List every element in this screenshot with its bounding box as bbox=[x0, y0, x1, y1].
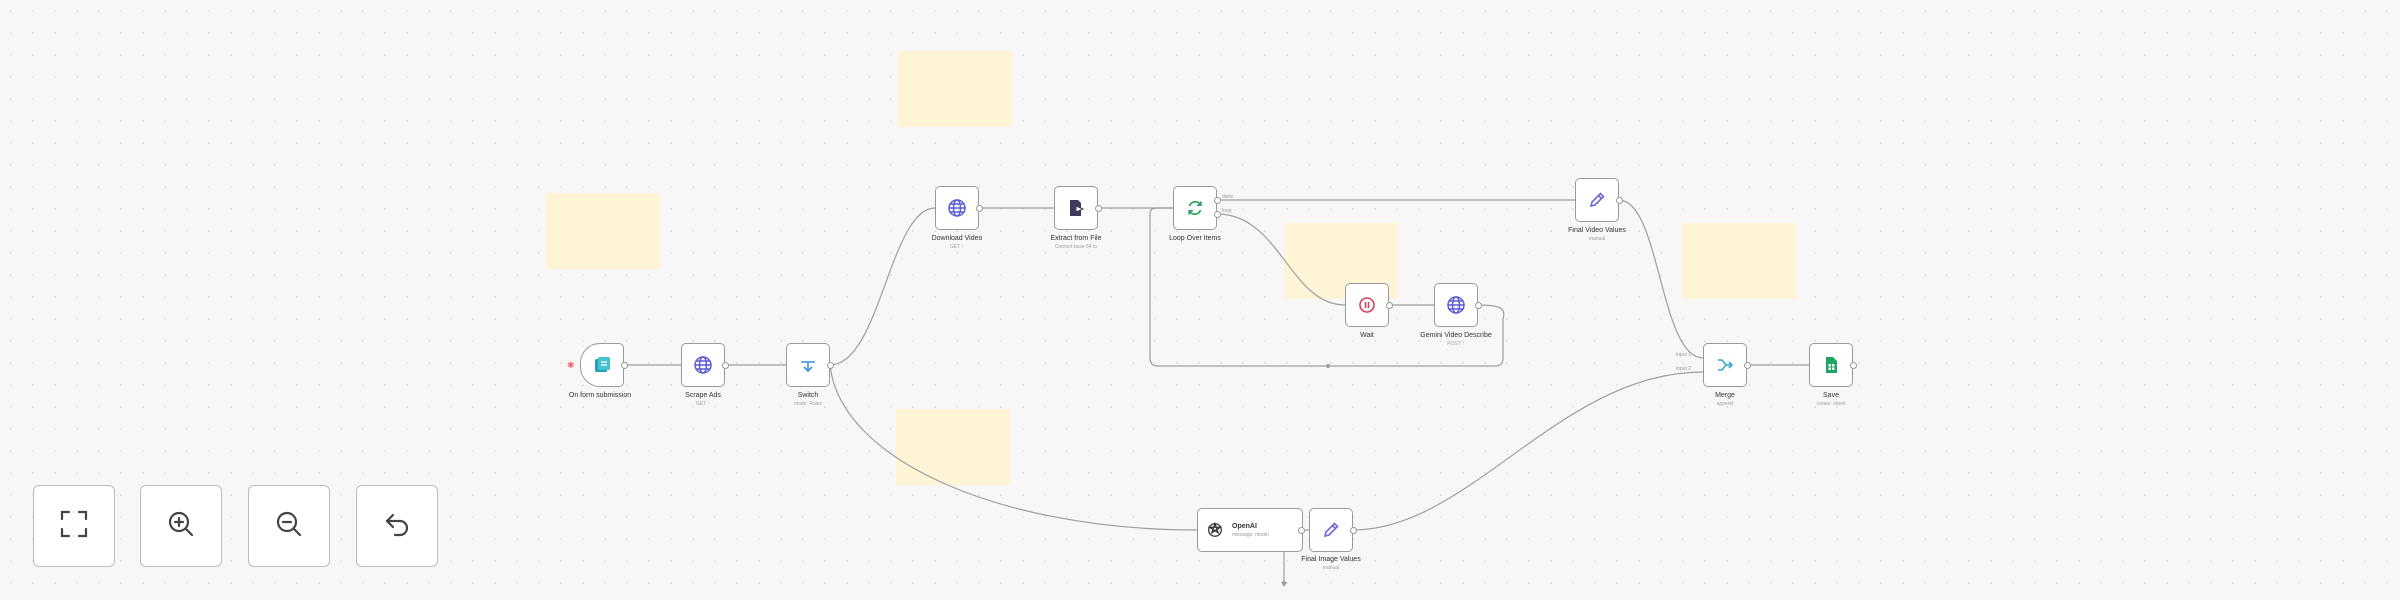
node-wait[interactable] bbox=[1345, 283, 1389, 327]
node-scrape-ads[interactable] bbox=[681, 343, 725, 387]
node-label: Extract from File bbox=[1050, 235, 1102, 242]
node-form-trigger[interactable] bbox=[580, 343, 624, 387]
node-subtitle: append bbox=[1716, 401, 1734, 407]
node-label: Save bbox=[1823, 392, 1839, 399]
output-handle[interactable] bbox=[1474, 301, 1482, 309]
node-subtitle: message: model bbox=[1232, 531, 1269, 538]
port-label-merge-input-1: input 1 bbox=[1676, 352, 1692, 358]
node-final-image-values[interactable] bbox=[1309, 508, 1353, 552]
zoom-in-button[interactable] bbox=[140, 485, 222, 567]
file-extract-icon bbox=[1066, 198, 1086, 218]
port-label-merge-input-2: input 2 bbox=[1676, 366, 1692, 372]
sticky-note[interactable] bbox=[898, 51, 1012, 127]
node-label: Scrape Ads bbox=[685, 392, 721, 399]
node-label: OpenAI bbox=[1232, 522, 1257, 530]
node-label: Download Video bbox=[931, 235, 983, 242]
globe-icon bbox=[947, 198, 967, 218]
connection bbox=[1618, 199, 1704, 359]
node-download-video[interactable] bbox=[935, 186, 979, 230]
node-save[interactable] bbox=[1809, 343, 1853, 387]
node-merge[interactable] bbox=[1703, 343, 1747, 387]
output-handle[interactable] bbox=[721, 361, 729, 369]
reset-zoom-button[interactable] bbox=[356, 485, 438, 567]
node-label: Merge bbox=[1715, 392, 1735, 399]
pencil-icon bbox=[1321, 520, 1341, 540]
connection bbox=[1352, 371, 1704, 531]
fit-view-icon bbox=[58, 508, 90, 545]
output-handle[interactable] bbox=[1849, 361, 1857, 369]
node-gemini-video-describe[interactable] bbox=[1434, 283, 1478, 327]
node-subtitle: GET ↑ bbox=[949, 244, 965, 250]
output-handle[interactable] bbox=[1349, 526, 1357, 534]
node-final-video-values[interactable] bbox=[1575, 178, 1619, 222]
output-handle[interactable] bbox=[1094, 204, 1102, 212]
form-icon bbox=[592, 355, 612, 375]
port-label-loop-done: done bbox=[1222, 194, 1234, 200]
output-handle[interactable] bbox=[975, 204, 983, 212]
node-label: Loop Over Items bbox=[1169, 235, 1221, 242]
output-handle[interactable] bbox=[1615, 196, 1623, 204]
connection bbox=[829, 364, 1198, 531]
node-subtitle: manual bbox=[1322, 565, 1340, 571]
merge-icon bbox=[1715, 355, 1735, 375]
node-switch[interactable] bbox=[786, 343, 830, 387]
globe-icon bbox=[693, 355, 713, 375]
globe-icon bbox=[1446, 295, 1466, 315]
output-handle[interactable] bbox=[1297, 526, 1305, 534]
port-label-loop-loop: loop bbox=[1222, 208, 1232, 214]
node-subtitle: Convert base 64 to bbox=[1054, 244, 1098, 250]
connection bbox=[1149, 207, 1505, 367]
connection bbox=[829, 207, 936, 366]
node-label: On form submission bbox=[568, 392, 632, 399]
sticky-note[interactable] bbox=[896, 409, 1010, 485]
output-handle[interactable] bbox=[1743, 361, 1751, 369]
svg-text:✱: ✱ bbox=[567, 360, 575, 370]
output-handle[interactable] bbox=[1213, 196, 1221, 204]
zoom-out-icon bbox=[273, 508, 305, 545]
loop-icon bbox=[1185, 198, 1205, 218]
fit-view-button[interactable] bbox=[33, 485, 115, 567]
node-label: Final Video Values bbox=[1568, 227, 1626, 234]
node-extract-from-file[interactable] bbox=[1054, 186, 1098, 230]
output-handle[interactable] bbox=[826, 361, 834, 369]
zoom-in-icon bbox=[165, 508, 197, 545]
node-label: Final Image Values bbox=[1301, 556, 1361, 563]
node-subtitle: create: sheet bbox=[1816, 401, 1846, 407]
output-handle[interactable] bbox=[620, 361, 628, 369]
pencil-icon bbox=[1587, 190, 1607, 210]
node-loop-over-items[interactable] bbox=[1173, 186, 1217, 230]
sticky-note[interactable] bbox=[1682, 223, 1796, 299]
node-label: Switch bbox=[797, 392, 819, 399]
zoom-out-button[interactable] bbox=[248, 485, 330, 567]
node-subtitle: GET ↑ bbox=[695, 401, 711, 407]
sticky-note[interactable] bbox=[546, 193, 660, 269]
connection bbox=[1216, 213, 1346, 306]
switch-icon bbox=[798, 355, 818, 375]
sheets-icon bbox=[1821, 355, 1841, 375]
node-subtitle: manual bbox=[1588, 236, 1606, 242]
node-subtitle: mode: Rules bbox=[793, 401, 823, 407]
node-label: Gemini Video Describe bbox=[1420, 332, 1492, 339]
node-openai[interactable]: OpenAI message: model bbox=[1197, 508, 1303, 552]
wait-icon bbox=[1357, 295, 1377, 315]
output-handle[interactable] bbox=[1385, 301, 1393, 309]
openai-icon bbox=[1206, 521, 1224, 539]
undo-icon bbox=[381, 508, 413, 545]
node-subtitle: POST ↑ bbox=[1447, 341, 1465, 347]
output-handle[interactable] bbox=[1213, 210, 1221, 218]
node-label: Wait bbox=[1360, 332, 1374, 339]
